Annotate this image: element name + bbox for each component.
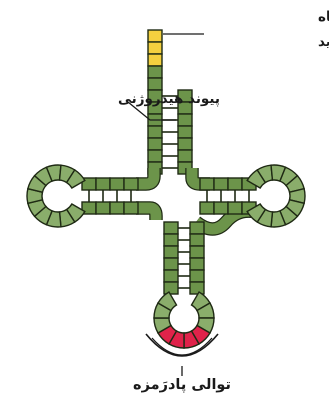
attachment-nucleotide [148, 42, 162, 54]
attachment-nucleotides [148, 30, 162, 66]
nucleotide [164, 234, 178, 246]
nucleotide [96, 202, 110, 214]
nucleotide [200, 178, 214, 190]
nucleotide [164, 246, 178, 258]
nucleotide [164, 282, 178, 294]
nucleotide [148, 138, 162, 150]
nucleotide [164, 222, 178, 234]
nucleotide [178, 150, 192, 162]
nucleotide [178, 114, 192, 126]
nucleotide [200, 202, 214, 214]
t-stem [200, 178, 256, 214]
nucleotide [190, 234, 204, 246]
attachment-site-label-line1: نوکلئوتید جایگاه [318, 8, 329, 25]
anticodon-arm [146, 222, 218, 376]
nucleotide [110, 202, 124, 214]
nucleotide [164, 258, 178, 270]
nucleotide [214, 202, 228, 214]
anticodon-label: توالی پادرَمزه [133, 377, 231, 393]
anticodon-loop [154, 292, 214, 348]
nucleotide [164, 270, 178, 282]
nucleotide [110, 178, 124, 190]
nucleotide [190, 282, 204, 294]
nucleotide [148, 66, 162, 78]
anticodon-stem [164, 222, 204, 294]
nucleotide [148, 126, 162, 138]
t-loop [247, 165, 305, 227]
t-arm [200, 165, 305, 227]
attachment-nucleotide [148, 30, 162, 42]
nucleotide [124, 178, 138, 190]
nucleotide [178, 138, 192, 150]
nucleotide [96, 178, 110, 190]
attachment-nucleotide [148, 54, 162, 66]
d-stem [82, 178, 138, 214]
nucleotide [148, 78, 162, 90]
hydrogen-bond-label: پیوند هیدروژنی [118, 91, 220, 107]
nucleotide [190, 258, 204, 270]
nucleotide [190, 246, 204, 258]
nucleotide [148, 150, 162, 162]
d-loop [27, 165, 85, 227]
nucleotide [124, 202, 138, 214]
d-arm [27, 165, 138, 227]
nucleotide [190, 270, 204, 282]
nucleotide [214, 178, 228, 190]
nucleotide [178, 126, 192, 138]
central-junction [136, 168, 256, 229]
nucleotide [228, 202, 242, 214]
nucleotide [228, 178, 242, 190]
nucleotide [190, 222, 204, 234]
attachment-site-label-line2: اتصال به آمینو اسید [318, 33, 329, 50]
